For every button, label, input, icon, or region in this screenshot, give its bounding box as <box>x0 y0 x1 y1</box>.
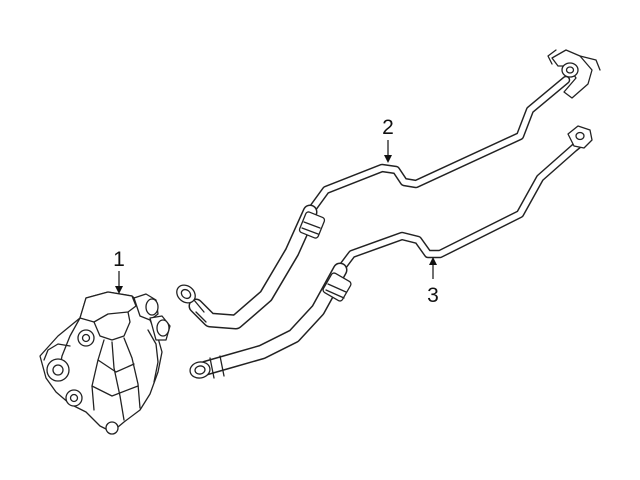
callout-arrow-3 <box>429 257 437 265</box>
callout-1: 1 <box>113 248 125 294</box>
upper-line-ferrule <box>298 211 326 239</box>
lower-line-end-fitting <box>567 125 593 149</box>
callout-2: 2 <box>382 116 394 163</box>
callout-number-1: 1 <box>113 248 125 271</box>
callout-arrow-1 <box>115 286 123 294</box>
callout-number-3: 3 <box>427 284 439 307</box>
upper-line-end-fitting <box>547 49 601 99</box>
lower-line-ferrule <box>322 272 352 302</box>
oil-cooler[interactable] <box>39 291 171 435</box>
callout-arrow-2 <box>384 155 392 163</box>
callout-number-2: 2 <box>382 116 394 139</box>
callout-3: 3 <box>427 257 439 307</box>
upper-line-hose-end <box>176 284 207 323</box>
lower-line-hose-end <box>189 355 225 379</box>
lower-cooler-line[interactable] <box>189 125 593 380</box>
upper-cooler-line[interactable] <box>173 49 601 330</box>
